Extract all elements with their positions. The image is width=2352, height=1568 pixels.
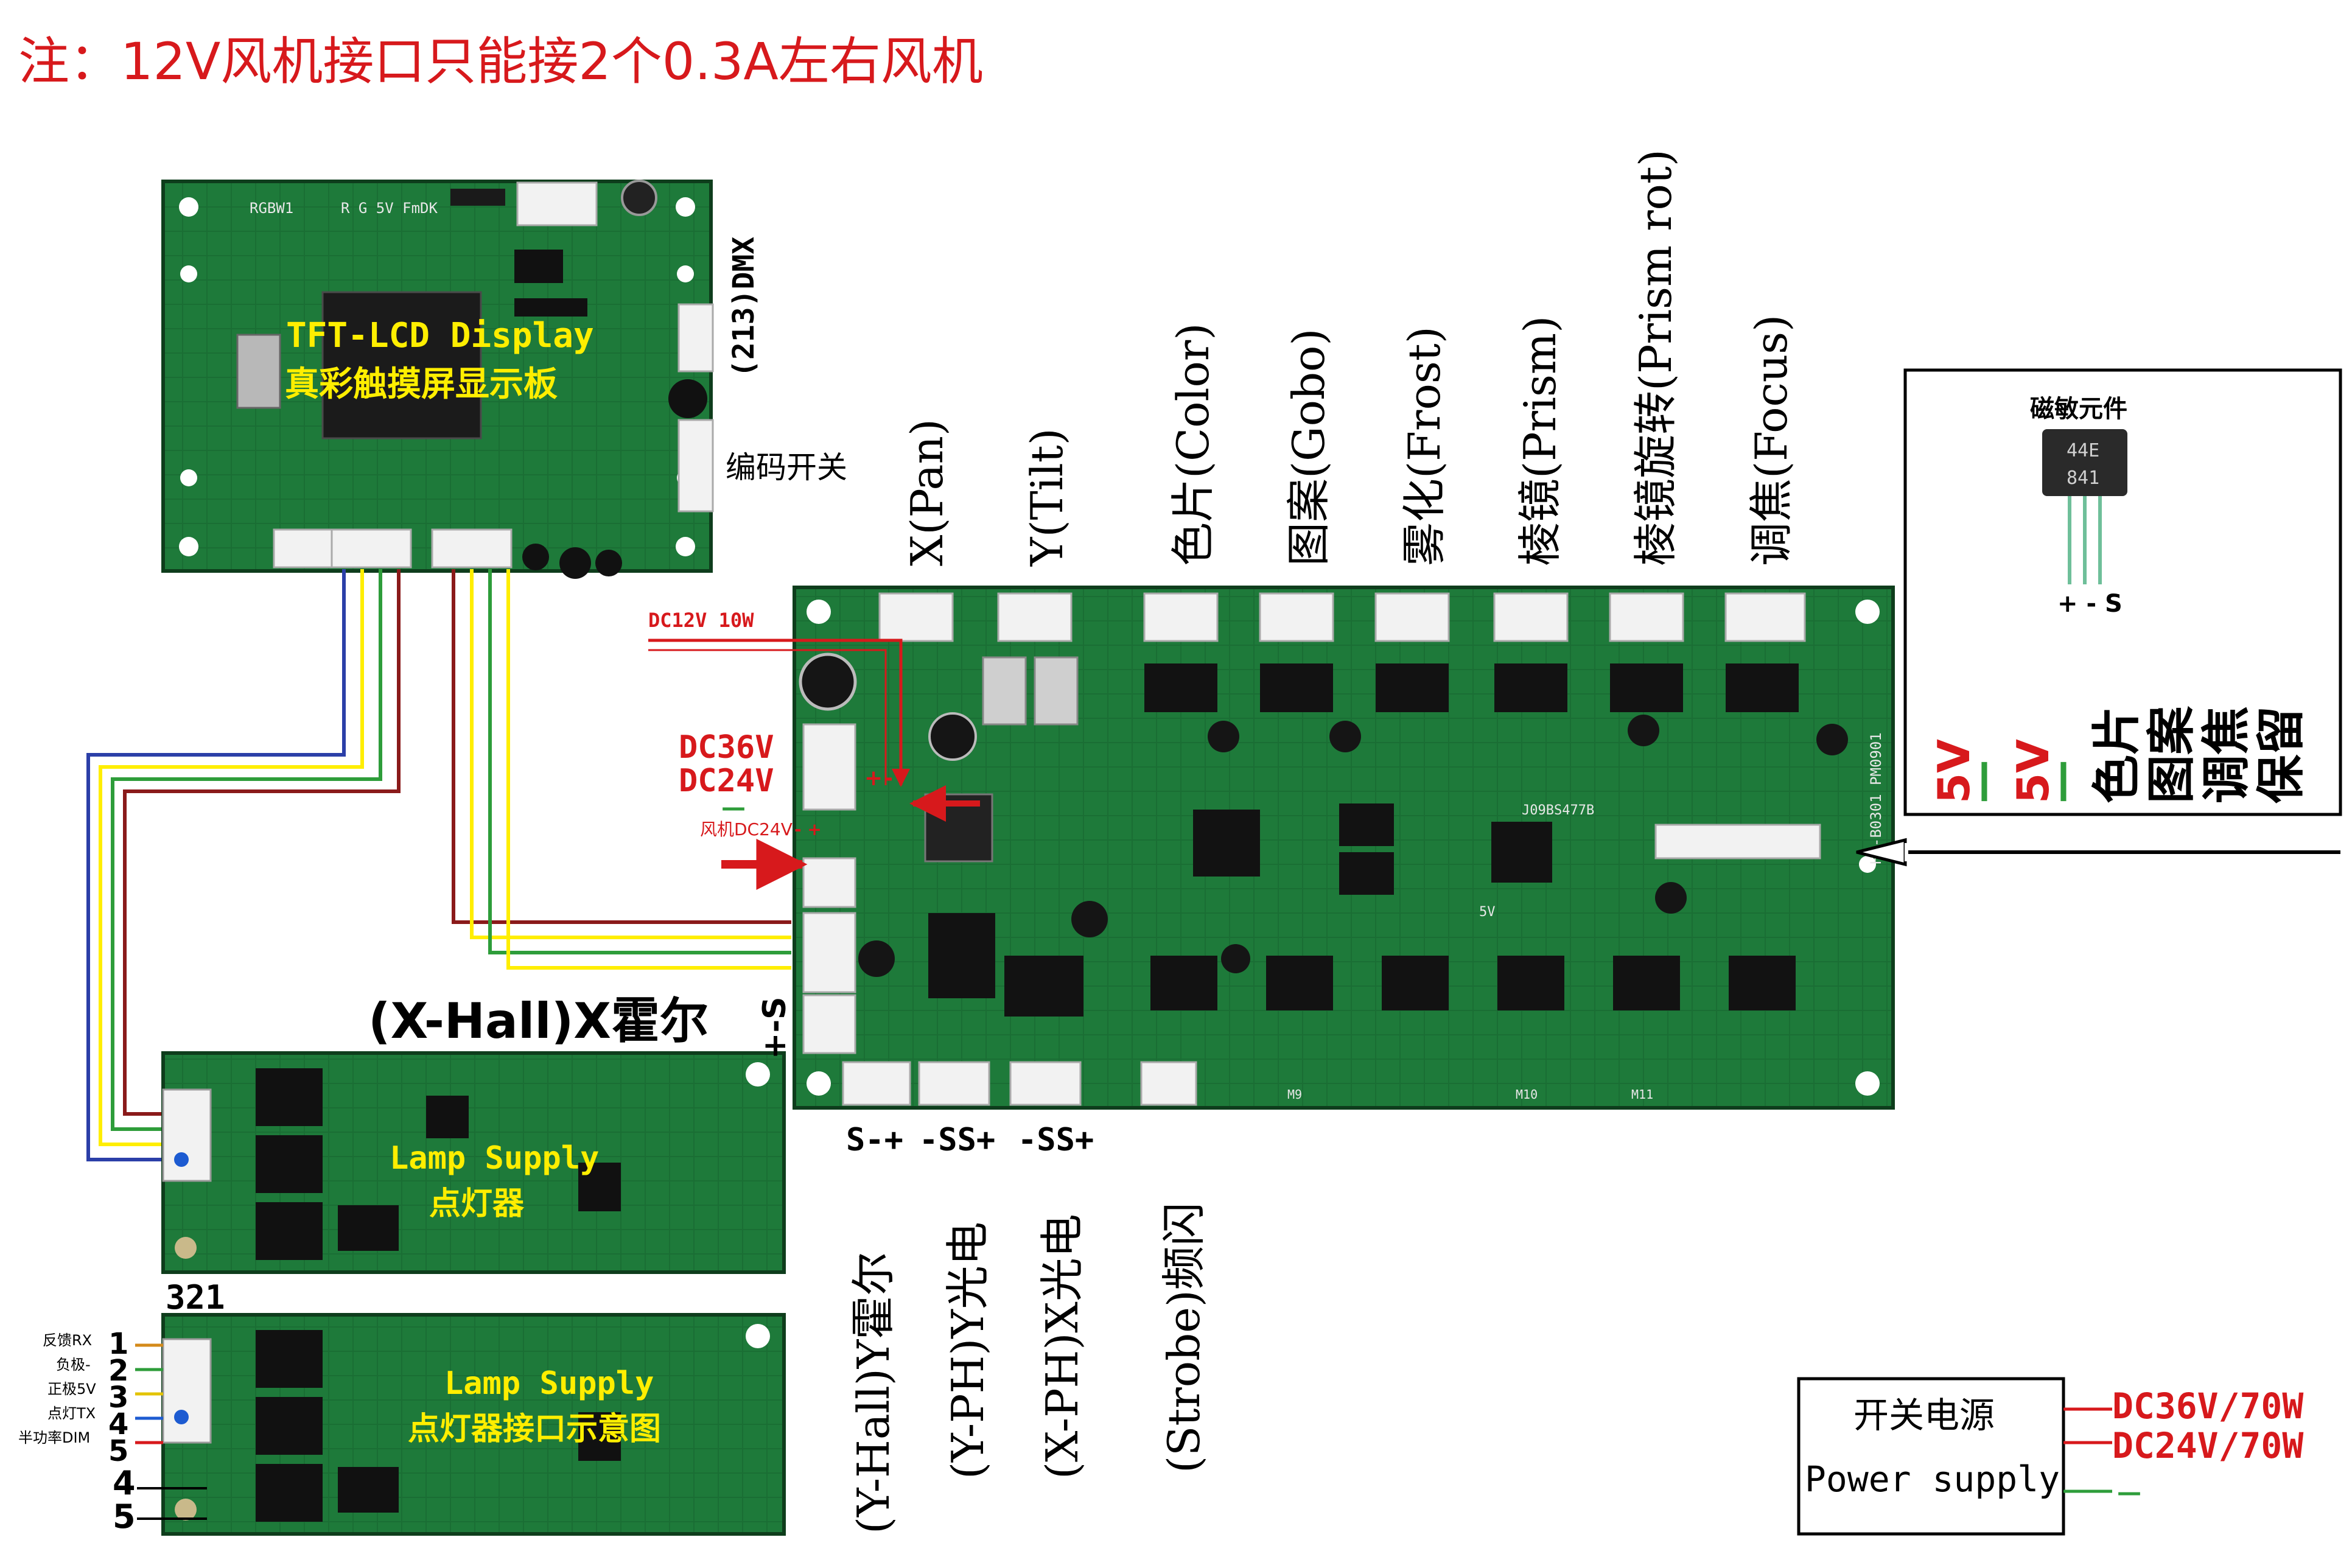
label-focus: 调焦(Focus) [1746,315,1797,566]
display-wires [86,569,791,1161]
lamp-pin-side: 1 2 3 4 5 反馈RX 负极- 正极5V 点灯TX 半功率DIM 4 5 [18,1327,207,1536]
svg-text:5: 5 [108,1434,128,1468]
dc36v-label: DC36V [679,729,774,766]
pins-x-ph: -SS+ [1018,1122,1094,1158]
lamp-pin-top-numbers: 321 [166,1278,225,1317]
power-input: DC12V 10W DC36V DC24V — + - 风机DC24V - + [648,609,980,890]
lamp-supply-1: Lamp Supply 点灯器 [161,1051,786,1274]
lamp-supply-2-en: Lamp Supply [444,1365,654,1402]
sensor-chip-line2: 841 [2067,467,2099,489]
top-connector-labels: X(Pan) Y(Tilt) 色片(Color) 图案(Gobo) 雾化(Fro… [901,149,1797,567]
pins-y-hall: S-+ [846,1122,903,1158]
lamp-supply-2-zh: 点灯器接口示意图 [408,1411,661,1447]
svg-text:5: 5 [113,1497,136,1536]
label-prism: 棱镜(Prism) [1514,316,1566,566]
silk-rgbw: RGBW1 [250,200,293,217]
pin-label-rx: 反馈RX [43,1332,92,1349]
lamp-supply-1-en: Lamp Supply [390,1140,599,1177]
label-tilt: Y(Tilt) [1021,428,1073,567]
board-chip-mark: J09BS477B [1522,803,1594,818]
power-supply-box: 开关电源 Power supply DC36V/70W DC24V/70W — [1797,1377,2303,1536]
power-supply-zh: 开关电源 [1853,1395,1995,1436]
power-minus: - [884,766,893,791]
x-hall-label: (X-Hall)X霍尔 [368,993,709,1049]
label-y-hall: (Y-Hall)Y霍尔 [848,1252,899,1534]
pin-label-tx: 点灯TX [47,1405,96,1422]
sensor-5v-2: 5V [2007,739,2059,803]
svg-text:3: 3 [108,1381,128,1415]
power-out-36v: DC36V/70W [2112,1385,2303,1427]
label-gobo: 图案(Gobo) [1283,329,1334,566]
sensor-color: 色片 [2088,706,2145,803]
svg-text:2: 2 [108,1354,128,1388]
board-silk-5v: 5V [1479,905,1496,920]
pins-y-ph: -SS+ [919,1122,995,1158]
label-pan: X(Pan) [901,419,953,566]
encoder-label: 编码开关 [726,450,847,485]
sensor-gnd-1: — [1956,760,2007,803]
sensor-gnd-2: — [2035,760,2086,803]
lamp-supply-2: Lamp Supply 点灯器接口示意图 [161,1313,786,1536]
sensor-gobo: 图案 [2143,705,2200,803]
ground-label: — [721,794,746,822]
label-x-ph: (X-PH)X光电 [1037,1214,1088,1479]
board-silk-m9: M9 [1287,1087,1302,1102]
power-out-gnd: — [2117,1479,2141,1507]
label-strobe: (Strobe)频闪 [1158,1202,1209,1473]
silk-rgsv: R G 5V FmDK [341,200,438,217]
sensor-chip-line1: 44E [2067,440,2099,461]
bottom-connector-labels: S-+ -SS+ -SS+ (Y-Hall)Y霍尔 (Y-PH)Y光电 (X-P… [846,1122,1209,1534]
power-plus: + [864,766,883,791]
dmx-label: (213)DMX [727,237,761,377]
pin-label-neg: 负极- [56,1356,91,1373]
dc24v-label: DC24V [679,763,774,799]
fan-label: 风机DC24V [700,819,793,839]
label-frost: 雾化(Frost) [1399,326,1450,566]
note-title: 注：12V风机接口只能接2个0.3A左右风机 [18,32,983,91]
svg-text:1: 1 [108,1327,128,1361]
display-board: RGBW1 R G 5V FmDK TFT-LCD Display 真彩触摸屏显… [161,180,714,579]
label-y-ph: (Y-PH)Y光电 [942,1222,993,1479]
main-board: HY-B0301 PM0901 J09BS477B 5V M9 M10 M11 [793,586,1895,1110]
display-label-en: TFT-LCD Display [286,316,594,355]
x-hall-pins: +-S [757,996,793,1059]
svg-text:4: 4 [108,1407,128,1441]
dc12v-label: DC12V 10W [648,609,754,632]
sensor-reserved: 保留 [2253,706,2309,803]
pin-label-dim: 半功率DIM [18,1429,90,1446]
board-model: HY-B0301 PM0901 [1867,732,1885,864]
svg-text:4: 4 [113,1464,136,1502]
display-label-zh: 真彩触摸屏显示板 [285,365,558,404]
pin-label-pos: 正极5V [47,1381,96,1398]
power-supply-en: Power supply [1805,1458,2060,1500]
sensor-title: 磁敏元件 [2030,395,2127,423]
sensor-pins: + - S [2057,590,2123,618]
board-silk-m10: M10 [1516,1087,1538,1102]
sensor-5v-1: 5V [1928,739,1979,803]
label-prism-rot: 棱镜旋转(Prism rot) [1630,149,1681,566]
lamp-supply-1-zh: 点灯器 [429,1186,525,1222]
label-color: 色片(Color) [1167,323,1219,566]
fan-pins: - + [794,819,822,839]
sensor-box: 磁敏元件 44E 841 + - S 5V — 5V — 色片 图案 调焦 保留 [1903,368,2342,816]
sensor-focus: 调焦 [2198,706,2255,803]
board-silk-m11: M11 [1631,1087,1653,1102]
power-out-24v: DC24V/70W [2112,1425,2303,1466]
